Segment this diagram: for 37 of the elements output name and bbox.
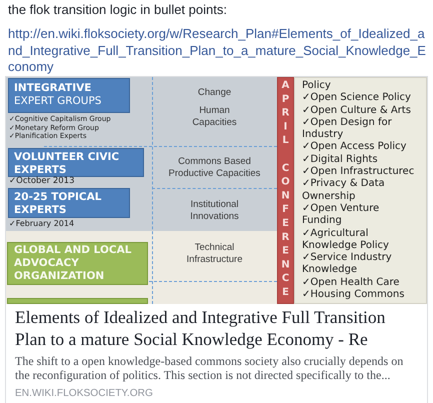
- list-item: ✓Open Design for Industry: [302, 116, 393, 141]
- box-heading: INTEGRATIVE EXPERT GROUPS: [14, 82, 102, 108]
- list-item: ✓Privacy & Data Ownership: [302, 178, 386, 203]
- row-label: Human Capacities: [191, 105, 238, 130]
- group-box: [8, 78, 130, 113]
- row-label: Institutional Innovations: [189, 199, 240, 224]
- list-item: Policy: [302, 80, 332, 92]
- list-item: ✓Open Venture Funding: [302, 202, 380, 228]
- policy-list-panel: [294, 77, 427, 304]
- group-box: [8, 188, 130, 218]
- list-item: ✓Service Industry Knowledge: [302, 252, 393, 277]
- box-heading: GLOBAL AND LOCAL ADVOCACY ORGANIZATION: [14, 244, 132, 283]
- row-label: Change: [198, 87, 232, 100]
- row-label: Technical Infrastructure: [186, 242, 244, 267]
- link-description: The shift to a open knowledge-based commons society also crucially depends on the reconfiguration of politics. This section is not directed specifically to the...: [15, 355, 404, 382]
- list-item: ✓Digital Rights: [302, 154, 379, 166]
- list-item: ✓Open Science Policy: [302, 92, 412, 105]
- list-item: ✓Open Culture & Arts: [302, 104, 412, 117]
- group-box: [7, 298, 148, 304]
- group-box: [8, 148, 144, 177]
- group-box: [7, 242, 148, 285]
- post-text: the flok transition logic in bullet points:: [8, 2, 227, 18]
- row-label: Commons Based Productive Capacities: [168, 156, 262, 181]
- list-item: ✓Open Infrastructurec: [302, 166, 416, 178]
- list-item: ✓Agricultural Knowledge Policy: [302, 228, 390, 252]
- list-item: ✓Open Access Policy: [302, 141, 408, 154]
- list-item: ✓Open Health Care: [302, 276, 400, 289]
- checklist-item: ✓February 2014: [9, 219, 74, 228]
- banner-text: APRIL CONFERENCE: [279, 80, 292, 301]
- vertical-banner: [277, 77, 294, 304]
- box-heading: VOLUNTEER CIVIC EXPERTS: [14, 151, 120, 176]
- link-title: Elements of Idealized and Integrative Full Transition Plan to a mature Social Knowledge Economy - Re: [15, 306, 386, 350]
- url-link: http://en.wiki.floksociety.org/w/Research_Plan#Elements_of_Idealized_and_Integrative_Full_Transition_Plan_to_a_mature_Social_Knowledge_Economy: [8, 26, 427, 76]
- box-heading: 20-25 TOPICAL EXPERTS: [14, 191, 102, 217]
- list-item: ✓Housing Commons: [302, 289, 406, 302]
- link-domain: EN.WIKI.FLOKSOCIETY.ORG: [15, 388, 153, 400]
- checklist-item: ✓October 2013: [9, 177, 74, 186]
